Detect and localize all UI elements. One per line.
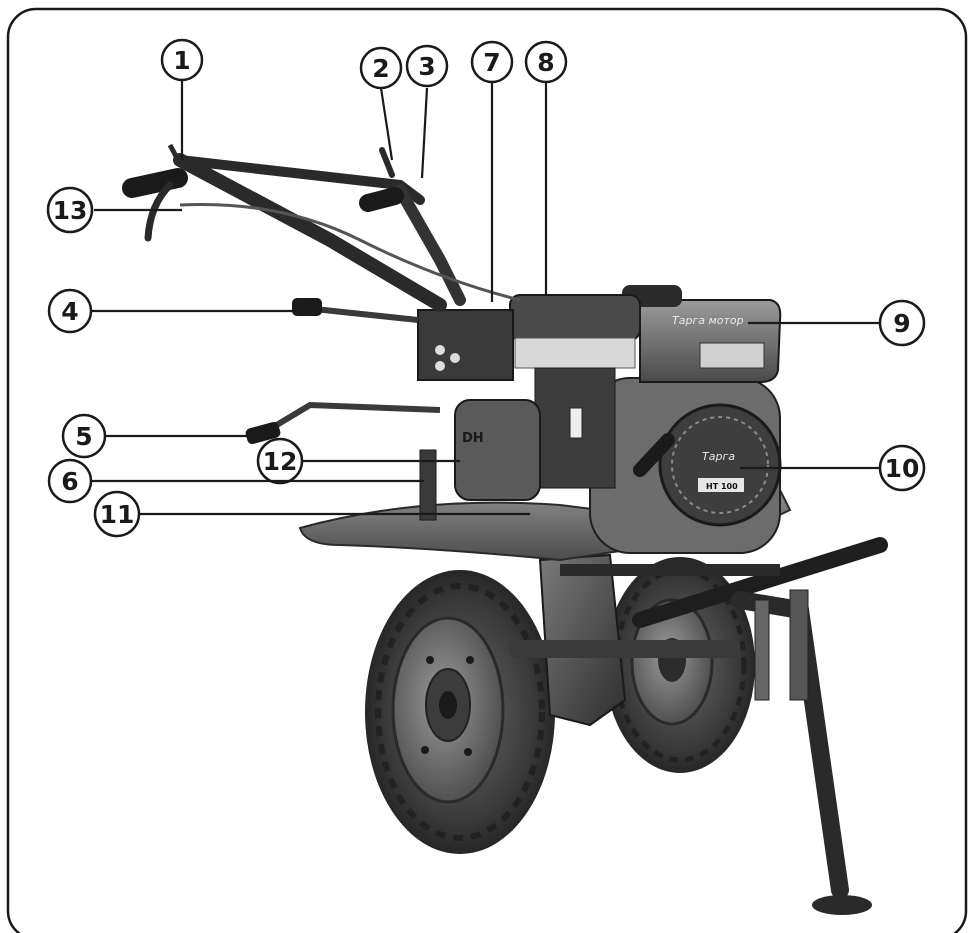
recoil-starter (658, 403, 782, 527)
axle (510, 640, 740, 658)
callout-11: 11 (93, 490, 530, 538)
hitch-plate (419, 449, 437, 521)
callout-4: 4 (47, 288, 296, 334)
left-wheel (365, 570, 555, 854)
cultivator-illustration: Тарга HT 100 Тарга мотор DH (122, 143, 888, 915)
callout-5: 5 (61, 413, 250, 459)
callout-12: 12 (256, 437, 460, 485)
callout-12-label: 12 (263, 447, 298, 476)
left-grip (122, 168, 188, 198)
callout-4-label: 4 (61, 297, 78, 326)
fuel-tank: Тарга мотор (622, 285, 782, 383)
throttle-lever (379, 147, 395, 178)
callout-3-label: 3 (418, 52, 435, 81)
callout-2: 2 (359, 46, 403, 161)
callout-2-label: 2 (372, 54, 389, 83)
callout-10-label: 10 (885, 454, 920, 483)
callout-10: 10 (740, 444, 926, 492)
callout-6: 6 (47, 458, 424, 504)
callouts: 1 2 3 7 8 13 4 (46, 38, 926, 538)
gear-shift-lever (292, 298, 419, 323)
air-filter (509, 294, 641, 489)
figure-frame (6, 7, 968, 933)
right-grip (359, 187, 404, 212)
front-stand (560, 537, 888, 915)
callout-6-label: 6 (61, 467, 78, 496)
model-badge-text: HT 100 (706, 482, 738, 491)
callout-13-label: 13 (53, 196, 88, 225)
handlebars (122, 143, 521, 312)
callout-8: 8 (524, 40, 568, 296)
callout-8-label: 8 (537, 48, 554, 77)
crankcase: DH (417, 309, 541, 501)
starter-brand-text: Тарга (702, 450, 735, 463)
callout-7-label: 7 (483, 48, 500, 77)
callout-1-label: 1 (173, 46, 190, 75)
callout-9: 9 (748, 299, 926, 347)
engine: Тарга HT 100 (589, 377, 782, 554)
clutch-lever (144, 181, 174, 242)
callout-1: 1 (160, 38, 204, 160)
callout-11-label: 11 (100, 500, 135, 529)
reverse-lever (245, 401, 441, 445)
callout-3: 3 (405, 44, 449, 179)
callout-13: 13 (46, 186, 182, 234)
engine-cover-text: Тарга мотор (672, 314, 744, 327)
right-wheel (605, 557, 755, 773)
callout-5-label: 5 (75, 422, 92, 451)
crankcase-text: DH (462, 431, 484, 446)
callout-9-label: 9 (893, 309, 910, 338)
callout-7: 7 (470, 40, 514, 302)
starter-handle (633, 433, 675, 477)
